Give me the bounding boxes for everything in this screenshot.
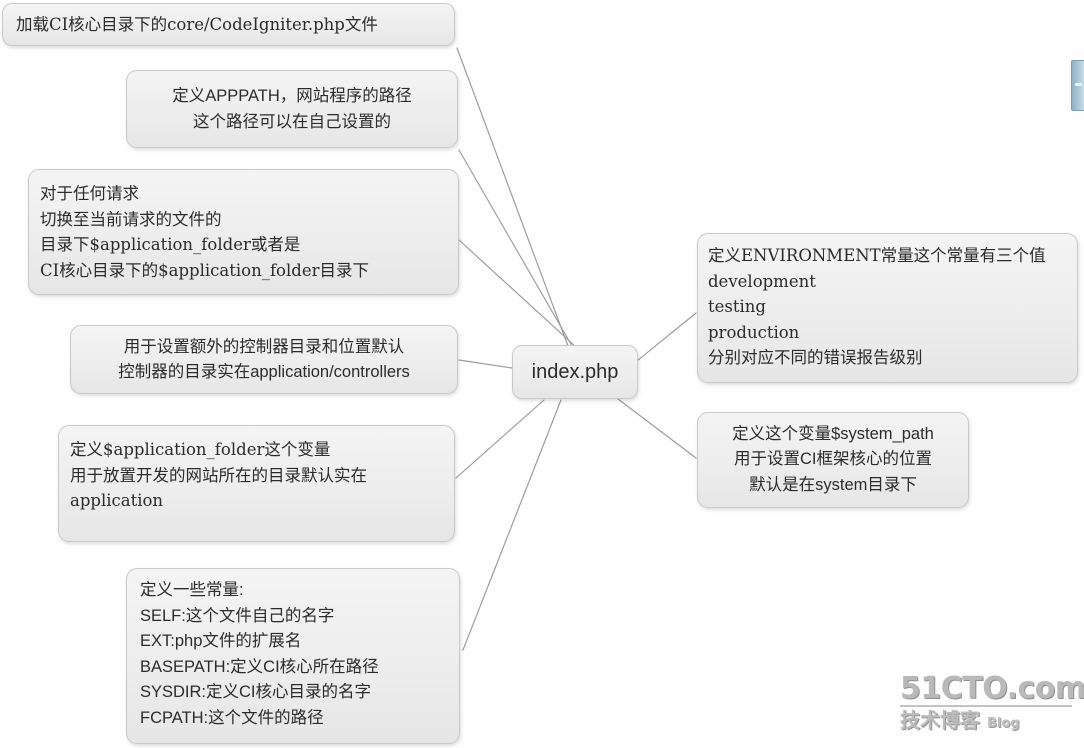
edge-to-environment	[631, 312, 697, 366]
edge-to-request	[458, 239, 577, 348]
watermark-blog-label: Blog	[987, 716, 1020, 731]
edge-to-codeigniter	[456, 47, 569, 347]
node-define-apppath-text: 定义APPPATH，网站程序的路径 这个路径可以在自己设置的	[172, 87, 412, 131]
scrollbar-grip-icon	[1075, 83, 1082, 86]
watermark-bottom-row: 技术博客 Blog	[900, 709, 1072, 731]
node-index-php[interactable]: index.php	[512, 345, 638, 399]
node-system-path-var[interactable]: 定义这个变量$system_path 用于设置CI框架核心的位置 默认是在sys…	[697, 412, 969, 508]
node-define-constants-text: 定义一些常量: SELF:这个文件自己的名字 EXT:php文件的扩展名 BAS…	[140, 581, 379, 727]
node-load-codeigniter[interactable]: 加载CI核心目录下的core/CodeIgniter.php文件	[2, 3, 455, 46]
edge-to-constants	[462, 399, 562, 651]
node-application-folder-var-text: 定义$application_folder这个变量 用于放置开发的网站所在的目录…	[70, 440, 367, 510]
node-extra-controller-dir-text: 用于设置额外的控制器目录和位置默认 控制器的目录实在application/co…	[118, 337, 410, 381]
node-define-environment[interactable]: 定义ENVIRONMENT常量这个常量有三个值 development test…	[697, 233, 1078, 383]
watermark-site: 51CTO.com	[900, 671, 1084, 706]
node-define-environment-text: 定义ENVIRONMENT常量这个常量有三个值 development test…	[708, 246, 1046, 367]
watermark-divider	[900, 705, 1072, 707]
node-load-codeigniter-text: 加载CI核心目录下的core/CodeIgniter.php文件	[16, 14, 378, 34]
edge-to-appfolder	[455, 399, 545, 479]
node-define-constants[interactable]: 定义一些常量: SELF:这个文件自己的名字 EXT:php文件的扩展名 BAS…	[126, 568, 460, 744]
node-extra-controller-dir[interactable]: 用于设置额外的控制器目录和位置默认 控制器的目录实在application/co…	[70, 325, 458, 394]
edge-to-apppath	[458, 149, 573, 347]
watermark-tagline: 技术博客	[900, 708, 980, 732]
node-any-request[interactable]: 对于任何请求 切换至当前请求的文件的 目录下$application_folde…	[28, 169, 459, 295]
node-define-apppath[interactable]: 定义APPPATH，网站程序的路径 这个路径可以在自己设置的	[126, 70, 458, 148]
node-index-php-label: index.php	[531, 361, 619, 383]
node-system-path-var-text: 定义这个变量$system_path 用于设置CI框架核心的位置 默认是在sys…	[732, 424, 934, 494]
edge-to-systempath	[617, 398, 697, 459]
watermark: 51CTO.com 技术博客 Blog	[900, 671, 1084, 738]
scrollbar-thumb-fragment[interactable]	[1071, 60, 1084, 111]
node-application-folder-var[interactable]: 定义$application_folder这个变量 用于放置开发的网站所在的目录…	[58, 425, 455, 542]
node-any-request-text: 对于任何请求 切换至当前请求的文件的 目录下$application_folde…	[40, 184, 369, 280]
edge-to-controllers	[458, 359, 513, 369]
